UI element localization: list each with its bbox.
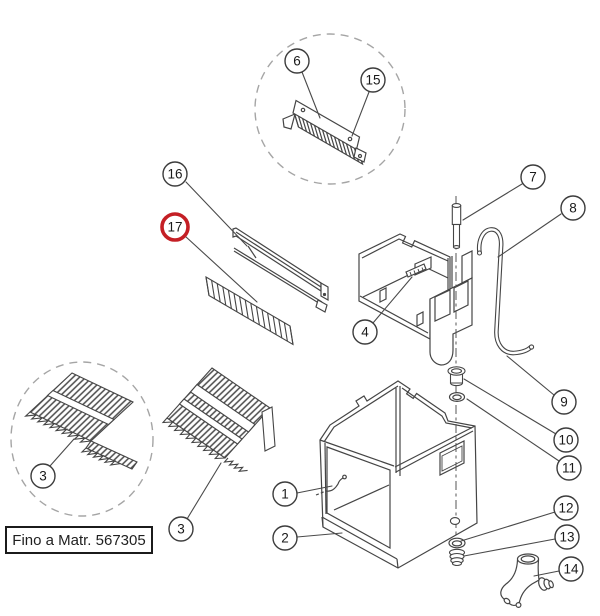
leader-12 [460,511,556,542]
part-ribbed-grommet [448,548,466,567]
callout-4: 4 [352,319,378,345]
svg-text:9: 9 [560,395,568,410]
leader-8 [497,213,562,258]
part-elbow-fitting [500,553,554,608]
svg-text:14: 14 [563,562,579,577]
callout-11: 11 [556,455,582,481]
part-pin [451,203,462,249]
leader-2 [296,532,343,538]
leader-7 [462,183,523,221]
part-funnel-box [358,233,473,366]
leader-4 [372,276,413,324]
callout-1: 1 [272,481,298,507]
svg-text:10: 10 [558,433,573,448]
leader-16 [185,181,248,247]
leader-15 [351,91,370,137]
part-drain-hook [476,227,535,356]
leader-10 [463,378,557,435]
leader-6 [301,71,321,119]
part-o-ring-lower [448,537,466,549]
leader-13 [463,538,556,557]
callouts: 1 2 3 3 4 6 7 8 [30,48,586,582]
callout-12: 12 [553,495,579,521]
callout-3-old: 3 [30,463,56,489]
svg-text:4: 4 [361,325,369,340]
part-brush-comb [282,99,367,166]
note-box: Fino a Matr. 567305 [5,526,153,554]
svg-text:16: 16 [167,167,182,182]
callout-7: 7 [520,164,546,190]
callout-14: 14 [558,556,584,582]
svg-text:3: 3 [177,522,185,537]
svg-text:6: 6 [293,54,301,69]
svg-text:7: 7 [529,170,537,185]
svg-text:17: 17 [167,220,182,235]
leader-17 [184,235,258,303]
callout-2: 2 [272,525,298,551]
part-plug-fitting [447,366,466,387]
detail-circle-brush [254,33,406,185]
svg-text:3: 3 [39,469,47,484]
leader-9 [506,355,555,396]
svg-text:2: 2 [281,531,289,546]
svg-text:11: 11 [562,461,576,476]
callout-16: 16 [162,161,188,187]
part-grate [161,367,276,472]
part-grate-old [24,372,138,470]
callout-3: 3 [168,516,194,542]
leader-3a [49,438,75,467]
callout-17-highlighted: 17 [160,212,190,242]
callout-9: 9 [551,389,577,415]
part-housing-box [315,380,478,569]
part-probe-tube [315,474,347,496]
centerline-hole [449,517,461,525]
callout-10: 10 [553,427,579,453]
callout-15: 15 [360,67,386,93]
part-blade-strip [232,227,329,313]
svg-text:13: 13 [559,530,574,545]
svg-text:12: 12 [558,501,573,516]
part-o-ring-upper [448,392,466,403]
svg-text:15: 15 [365,73,380,88]
leader-3b [186,462,222,520]
leader-14 [533,570,560,577]
leader-11 [466,398,560,462]
callout-6: 6 [284,48,310,74]
callout-13: 13 [554,524,580,550]
part-rib-curtain [205,275,294,346]
svg-text:8: 8 [569,201,577,216]
svg-text:1: 1 [281,487,289,502]
detail-ellipse-old-grate [10,361,154,517]
note-text: Fino a Matr. 567305 [12,532,145,549]
leader-1 [296,485,333,494]
leader-lines [49,71,562,577]
callout-8: 8 [560,195,586,221]
